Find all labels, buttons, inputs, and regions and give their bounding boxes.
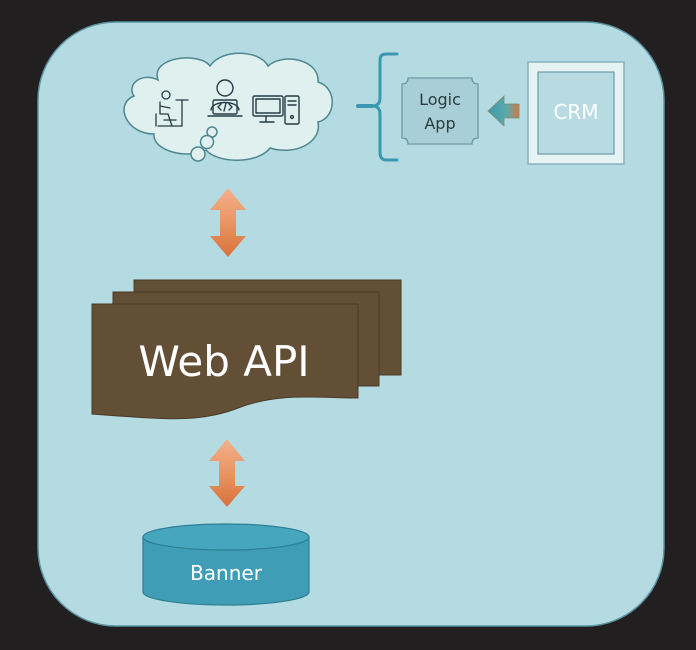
bidirectional-arrow-icon (210, 188, 246, 257)
crm-label: CRM (553, 100, 598, 124)
banner-label: Banner (190, 561, 263, 585)
web-api-label: Web API (138, 337, 309, 386)
thought-cloud-icon (123, 52, 333, 162)
developer-laptop-icon (207, 79, 243, 117)
person-at-desk-icon (155, 90, 189, 127)
banner-database-node: Banner (142, 523, 310, 606)
logic-app-node: Logic App (401, 77, 479, 145)
curly-bracket-icon (356, 52, 399, 162)
logic-app-label-line2: App (424, 114, 455, 133)
crm-node: CRM (527, 61, 625, 165)
desktop-computer-icon (252, 95, 300, 125)
bidirectional-arrow-icon (209, 439, 245, 507)
left-arrow-icon (487, 95, 520, 127)
web-api-node: Web API (91, 279, 402, 420)
logic-app-label-line1: Logic (419, 90, 461, 109)
